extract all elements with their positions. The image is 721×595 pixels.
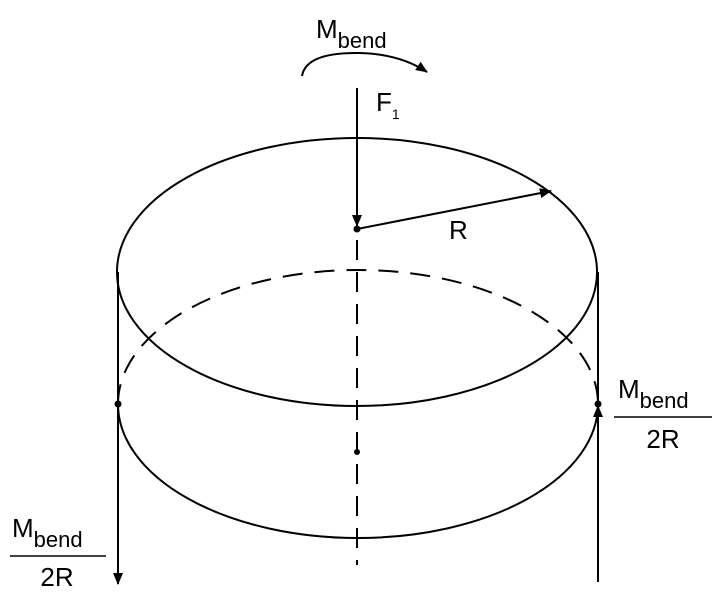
- top-moment-label: Mbend: [316, 14, 387, 53]
- radius-label: R: [449, 215, 468, 245]
- left-reaction-numerator: Mbend: [12, 513, 83, 552]
- bottom-center-point: [354, 449, 360, 455]
- right-reaction-denominator: 2R: [646, 424, 679, 454]
- right-reaction-numerator: Mbend: [618, 374, 689, 413]
- radius-arrow: [356, 188, 552, 230]
- right-reaction-point: [594, 400, 602, 408]
- cylinder-bottom-hidden-arc: [117, 269, 599, 405]
- bending-moment-arrow: [301, 51, 428, 77]
- left-reaction-denominator: 2R: [40, 562, 73, 592]
- force-f1-label: F1: [376, 87, 400, 122]
- left-reaction-point: [114, 400, 122, 408]
